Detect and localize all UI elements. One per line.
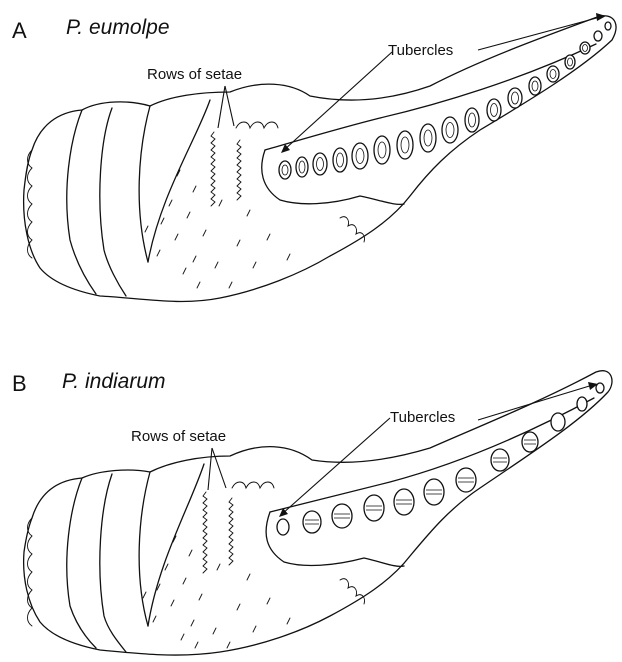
claw-drawing-b xyxy=(0,342,622,662)
pointer-lines-a xyxy=(218,13,606,153)
setae-rows-a xyxy=(211,132,241,206)
surface-spines-a xyxy=(145,170,290,288)
panel-b: B P. indiarum Rows of setae Tubercles xyxy=(0,342,622,662)
setae-rows-b xyxy=(203,492,233,573)
panel-a: A P. eumolpe Rows of setae Tubercles xyxy=(0,0,622,320)
claw-drawing-a xyxy=(0,0,622,320)
surface-spines-b xyxy=(143,536,290,648)
tubercles-b xyxy=(277,383,604,535)
